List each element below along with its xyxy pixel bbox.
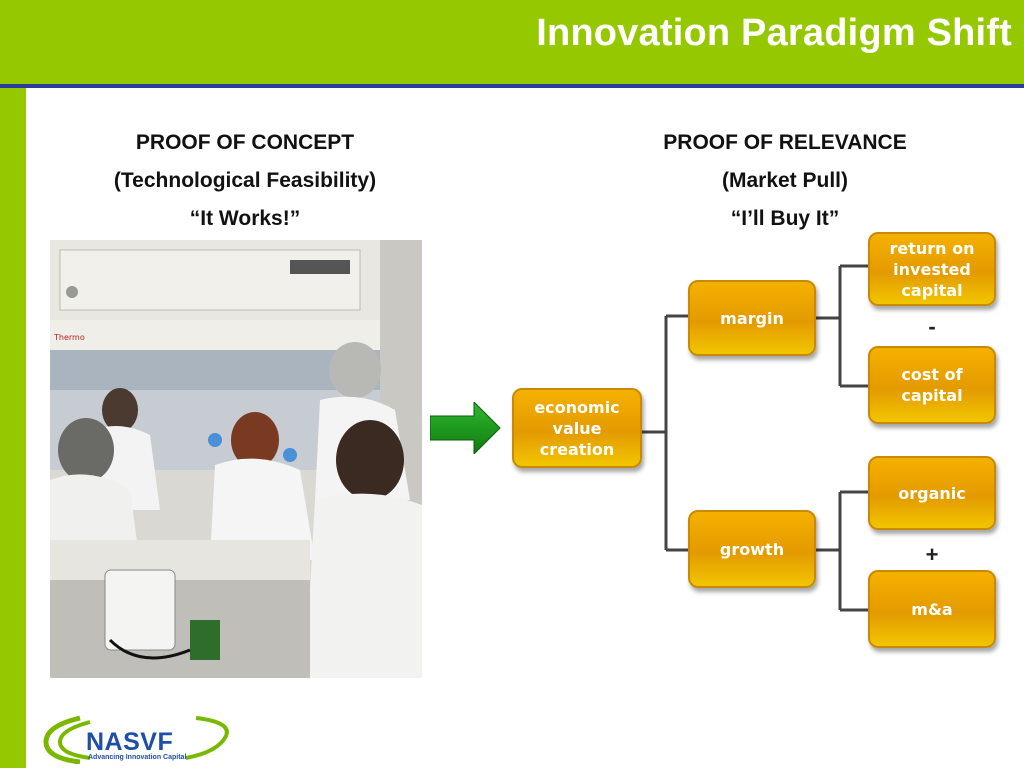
slide-title: Innovation Paradigm Shift	[536, 12, 1012, 54]
proof-of-concept-title: PROOF OF CONCEPT	[135, 131, 355, 154]
left-accent-stripe	[0, 88, 26, 768]
growth-box: growth	[688, 510, 816, 588]
proof-of-concept-heading: PROOF OF CONCEPT (Technological Feasibil…	[40, 124, 450, 238]
proof-of-relevance-subtitle: (Market Pull)	[721, 169, 849, 192]
lab-photo: Thermo	[50, 240, 422, 678]
cost-of-capital-box: cost of capital	[868, 346, 996, 424]
minus-operator: -	[928, 314, 936, 339]
m-and-a-box: m&a	[868, 570, 996, 648]
nasvf-logo-tagline: Advancing Innovation Capital	[88, 754, 187, 761]
right-arrow-icon	[430, 402, 501, 454]
proof-of-concept-subtitle: (Technological Feasibility)	[113, 169, 377, 192]
organic-box: organic	[868, 456, 996, 530]
title-divider	[0, 84, 1024, 88]
svg-text:Thermo: Thermo	[53, 333, 85, 342]
title-bar: Innovation Paradigm Shift	[0, 0, 1024, 84]
nasvf-logo-name: NASVF	[86, 728, 174, 756]
economic-value-creation-box: economic value creation	[512, 388, 642, 468]
proof-of-concept-quote: “It Works!”	[189, 207, 301, 230]
proof-of-relevance-heading: PROOF OF RELEVANCE (Market Pull) “I’ll B…	[580, 124, 990, 238]
margin-box: margin	[688, 280, 816, 356]
proof-of-relevance-quote: “I’ll Buy It”	[730, 207, 840, 230]
plus-operator: +	[925, 542, 939, 567]
nasvf-logo-swoosh	[43, 715, 229, 764]
proof-of-relevance-title: PROOF OF RELEVANCE	[663, 131, 907, 154]
return-on-invested-capital-box: return on invested capital	[868, 232, 996, 306]
lab-photo-illustration: Thermo	[50, 240, 422, 678]
